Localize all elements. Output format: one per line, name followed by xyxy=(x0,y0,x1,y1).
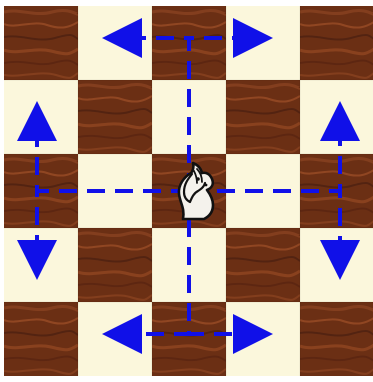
dark-square xyxy=(78,80,152,154)
dark-square xyxy=(226,80,300,154)
chess-board xyxy=(4,6,373,378)
dark-square xyxy=(78,228,152,302)
light-square xyxy=(226,6,300,80)
light-square xyxy=(78,302,152,376)
knight-eye xyxy=(196,177,200,181)
light-square xyxy=(78,6,152,80)
knight-nostril xyxy=(205,184,208,187)
dark-square xyxy=(4,6,78,80)
light-square xyxy=(300,80,373,154)
dark-square xyxy=(226,228,300,302)
dark-square xyxy=(4,302,78,376)
light-square xyxy=(300,228,373,302)
light-square xyxy=(226,302,300,376)
dark-square xyxy=(300,6,373,80)
dark-square xyxy=(300,302,373,376)
light-square xyxy=(4,228,78,302)
light-square xyxy=(4,80,78,154)
board-frame xyxy=(4,6,373,382)
